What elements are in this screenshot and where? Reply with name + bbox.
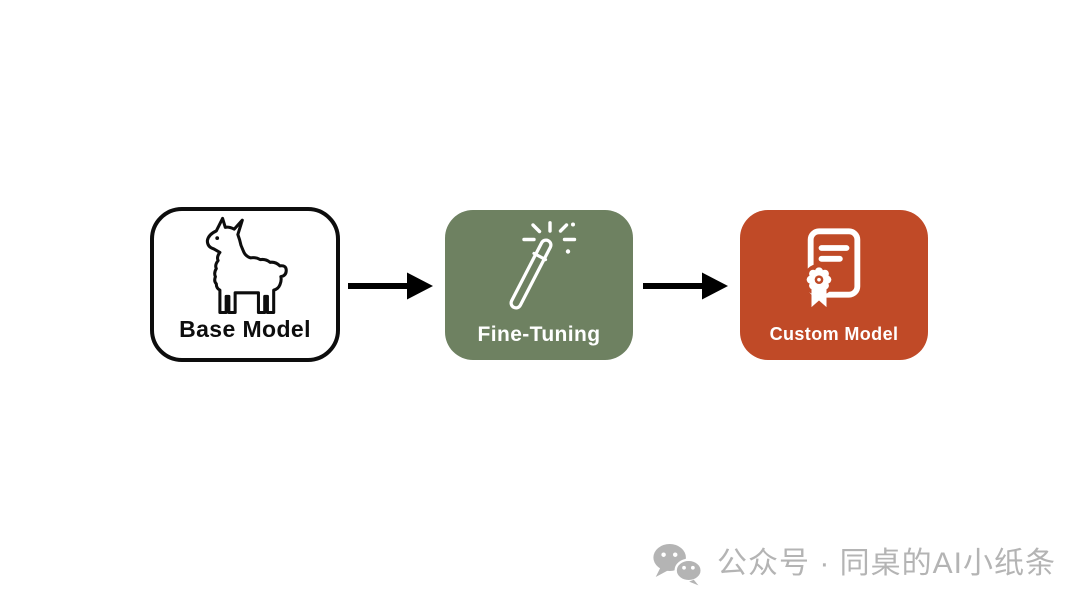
node-label-custom-model: Custom Model xyxy=(769,324,899,344)
node-base-model: Base Model xyxy=(150,207,340,362)
arrow-finetuning-to-custom xyxy=(643,272,728,300)
node-label-base-model: Base Model xyxy=(179,316,311,342)
llama-icon xyxy=(154,211,336,318)
node-fine-tuning: Fine-Tuning xyxy=(445,210,633,360)
certificate-icon xyxy=(740,210,928,325)
watermark: 公众号 · 同桌的AI小纸条 xyxy=(652,542,1056,586)
watermark-text: 公众号 · 同桌的AI小纸条 xyxy=(717,547,1057,580)
arrow-base-to-finetuning xyxy=(348,272,433,300)
wechat-icon xyxy=(653,544,703,586)
node-custom-model: Custom Model xyxy=(740,210,928,360)
node-label-fine-tuning: Fine-Tuning xyxy=(477,323,601,346)
magic-wand-icon xyxy=(445,210,633,324)
